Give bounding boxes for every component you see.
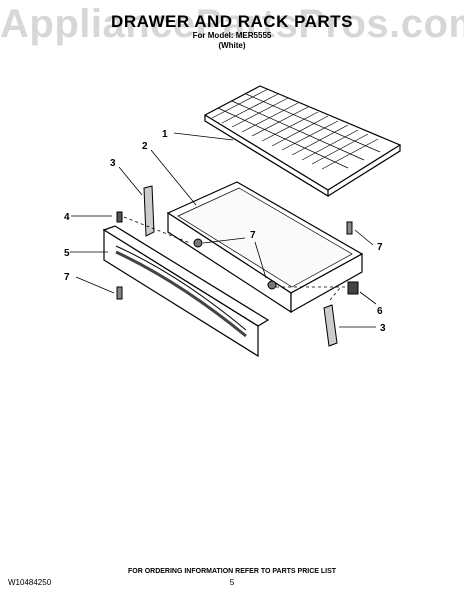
page-number: 5 (229, 578, 235, 587)
drawer-bracket[interactable] (347, 281, 359, 295)
drawer-slide-right[interactable] (323, 304, 338, 347)
drawer-front-panel[interactable] (102, 225, 270, 358)
callout-drawer: 2 (142, 141, 148, 152)
callout-rack: 1 (162, 129, 168, 140)
screw-drawer-mid[interactable] (267, 280, 277, 290)
callout-screw-left: 4 (64, 212, 70, 223)
document-number: W10484250 (8, 578, 52, 587)
header: DRAWER AND RACK PARTS For Model: MER5555… (0, 12, 464, 51)
ordering-note: FOR ORDERING INFORMATION REFER TO PARTS … (127, 568, 337, 575)
screw-front[interactable] (116, 286, 123, 300)
screw-drawer-left[interactable] (193, 238, 203, 248)
screw-left[interactable] (116, 211, 123, 223)
oven-rack[interactable] (203, 85, 402, 198)
color-variant: (White) (218, 41, 246, 50)
callout-bracket: 6 (377, 306, 383, 317)
page-title: DRAWER AND RACK PARTS (111, 12, 353, 31)
screw-right[interactable] (346, 221, 353, 235)
alignment-lines (123, 216, 348, 301)
callout-screw-right: 7 (377, 242, 383, 253)
callout-slide-right: 3 (380, 323, 386, 334)
drawer-body[interactable] (166, 181, 364, 314)
drawer-slide-left[interactable] (143, 185, 155, 237)
model-line: For Model: MER5555 (192, 31, 272, 40)
callout-screw-front: 7 (64, 272, 70, 283)
callout-front-panel: 5 (64, 248, 70, 259)
callout-screw-mid: 7 (250, 230, 256, 241)
callout-slide-left: 3 (110, 158, 116, 169)
